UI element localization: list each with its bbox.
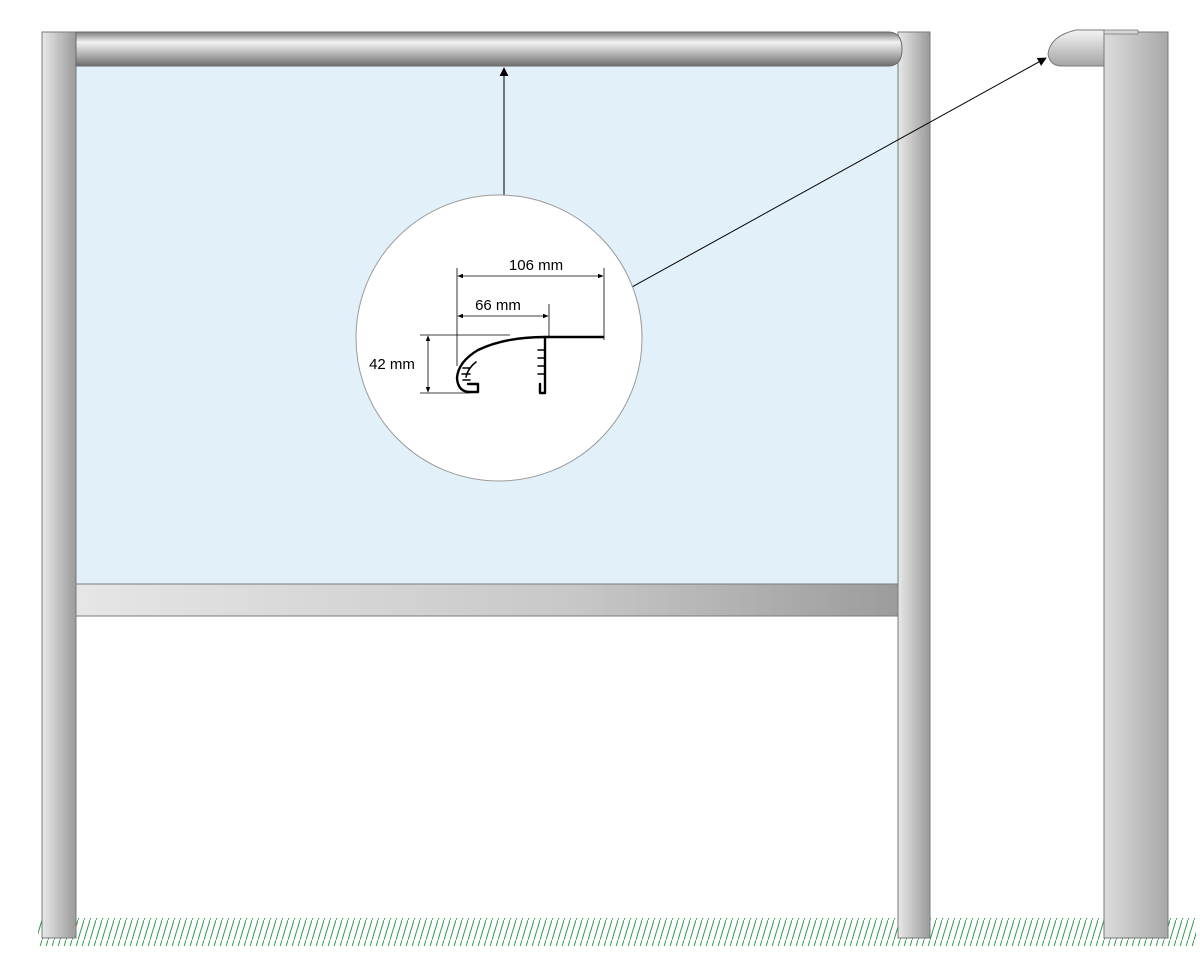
pointer-arrow-side-cap [631,57,1047,288]
right-post [897,31,931,939]
left-post [41,31,77,939]
dimension-width: 106 mm [456,257,605,366]
dim-height-label: 42 mm [369,356,415,373]
detail-circle [355,194,643,482]
dimension-height: 42 mm [369,334,510,394]
dim-depth-label: 66 mm [475,297,521,314]
bottom-rail [75,583,899,617]
dimension-depth: 66 mm [457,297,550,338]
side-view-cap-top [1103,29,1139,35]
side-view-post [1103,31,1169,939]
ground-grass [38,918,1196,946]
side-view-cap [1047,29,1105,67]
profile-cross-section [455,335,605,395]
dim-width-label: 106 mm [509,257,563,274]
top-rail-profile [75,31,903,67]
